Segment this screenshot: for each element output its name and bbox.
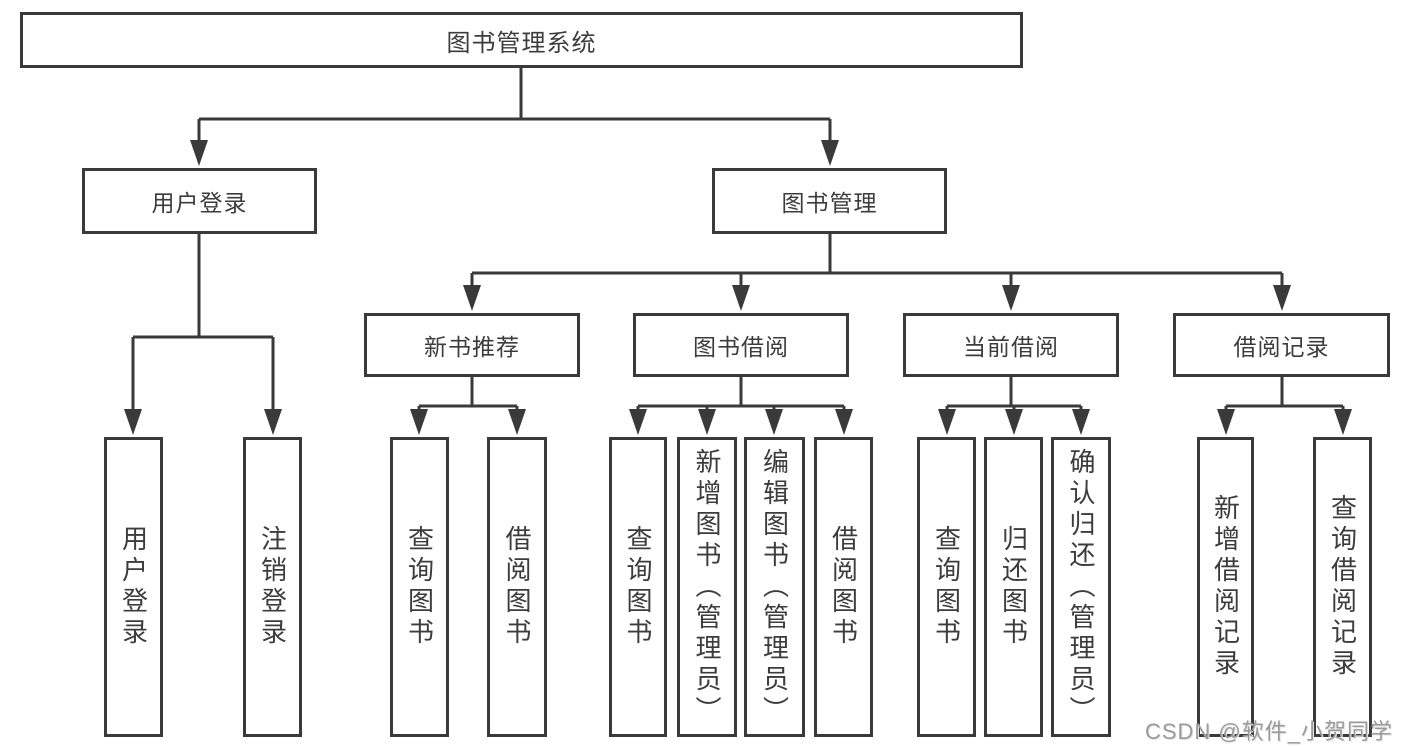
csdn-watermark: CSDN @软件_小贺同学 — [1144, 719, 1393, 744]
leaf-logout: 注销登录 — [243, 437, 302, 737]
node-borrow-records-label: 借阅记录 — [1233, 334, 1330, 360]
connector-current-borrow-children — [945, 377, 1083, 414]
node-current-borrow-label: 当前借阅 — [963, 334, 1059, 360]
leaf-borrow-books-recommend: 借阅图书 — [487, 437, 547, 737]
node-book-borrow-label: 图书借阅 — [693, 334, 789, 360]
arrowheads-level4 — [124, 409, 1352, 435]
node-user-login-label: 用户登录 — [151, 190, 248, 216]
node-root-label: 图书管理系统 — [446, 29, 597, 57]
leaf-query-books-recommend: 查询图书 — [390, 437, 449, 737]
connector-book-borrow-children — [636, 377, 846, 414]
node-new-book-recommend: 新书推荐 — [364, 313, 580, 377]
leaf-user-login-label: 用户登录 — [118, 525, 149, 649]
leaf-add-book-admin: 新增图书（管理员） — [677, 437, 737, 737]
leaf-edit-book-admin-label: 编辑图书（管理员） — [759, 447, 790, 727]
leaf-return-books-label: 归还图书 — [998, 525, 1029, 649]
leaf-borrow-books-label: 借阅图书 — [828, 525, 859, 649]
leaf-query-books-current: 查询图书 — [917, 437, 976, 737]
node-new-book-recommend-label: 新书推荐 — [424, 334, 520, 360]
leaf-query-borrow-record: 查询借阅记录 — [1313, 437, 1372, 737]
leaf-query-books-recommend-label: 查询图书 — [404, 525, 435, 649]
node-book-management: 图书管理 — [712, 168, 947, 234]
node-root: 图书管理系统 — [20, 12, 1023, 68]
leaf-user-login: 用户登录 — [104, 437, 163, 737]
leaf-borrow-books: 借阅图书 — [814, 437, 873, 737]
leaf-edit-book-admin: 编辑图书（管理员） — [744, 437, 805, 737]
leaf-add-borrow-record: 新增借阅记录 — [1197, 437, 1254, 737]
arrowheads-level2 — [190, 140, 839, 166]
leaf-borrow-books-recommend-label: 借阅图书 — [502, 525, 532, 649]
leaf-add-book-admin-label: 新增图书（管理员） — [692, 447, 722, 727]
connector-book-management-to-level3 — [470, 234, 1284, 289]
node-user-login: 用户登录 — [82, 168, 317, 234]
leaf-query-borrow-record-label: 查询借阅记录 — [1327, 494, 1358, 680]
connector-new-book-children — [417, 377, 519, 414]
leaf-query-books-borrow: 查询图书 — [609, 437, 667, 737]
node-borrow-records: 借阅记录 — [1173, 313, 1390, 377]
connector-root-to-level2 — [197, 68, 832, 146]
leaf-logout-label: 注销登录 — [257, 525, 288, 649]
node-current-borrow: 当前借阅 — [903, 313, 1119, 377]
leaf-query-books-borrow-label: 查询图书 — [623, 525, 653, 649]
leaf-query-books-current-label: 查询图书 — [931, 525, 962, 649]
connector-user-login-children — [131, 234, 275, 414]
node-book-borrow: 图书借阅 — [633, 313, 849, 377]
leaf-confirm-return-admin-label: 确认归还（管理员） — [1066, 447, 1096, 727]
leaf-add-borrow-record-label: 新增借阅记录 — [1210, 494, 1241, 680]
connector-borrow-record-children — [1224, 377, 1345, 414]
arrowheads-level3 — [463, 285, 1291, 311]
leaf-confirm-return-admin: 确认归还（管理员） — [1051, 437, 1111, 737]
node-book-management-label: 图书管理 — [781, 190, 878, 216]
leaf-return-books: 归还图书 — [984, 437, 1043, 737]
